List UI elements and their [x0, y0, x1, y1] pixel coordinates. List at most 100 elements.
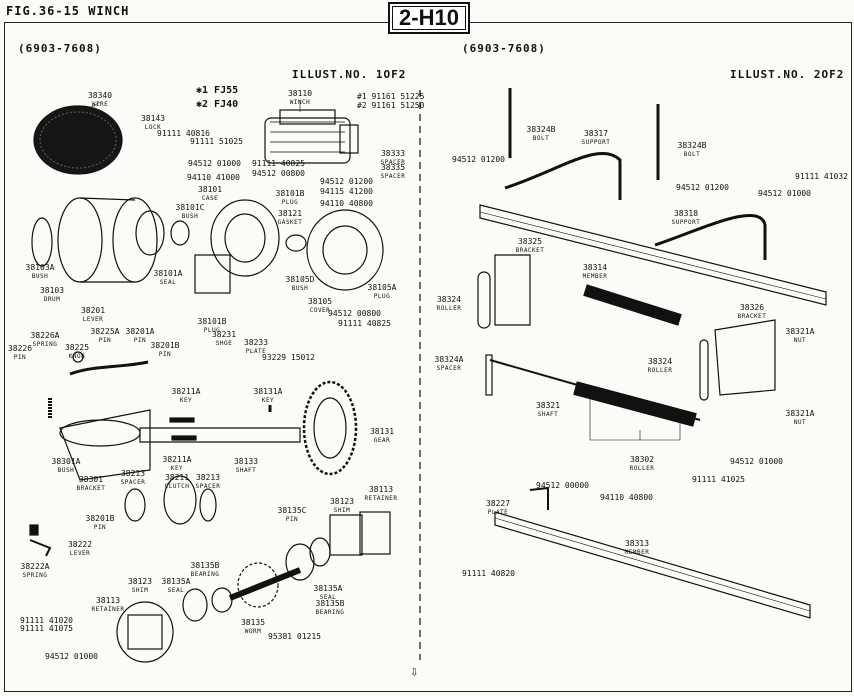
part-name: BEARING	[315, 609, 345, 616]
part-name: DRUM	[43, 296, 61, 303]
part-label-p9411041000: 94110 41000	[187, 174, 240, 182]
illustration-number-left: ILLUST.NO. 1OF2	[292, 68, 407, 81]
cover-drawing	[285, 209, 384, 291]
rollers-drawing	[477, 254, 776, 427]
part-number: 38135B	[315, 599, 345, 608]
part-label-p1_9116151225: #1 91161 51225	[357, 93, 424, 101]
part-number: 38135A	[313, 584, 343, 593]
part-label-p9451201200a: 94512 01200	[320, 178, 373, 186]
part-name: WINCH	[289, 99, 311, 106]
part-name: COVER	[309, 307, 331, 314]
part-name: LEVER	[69, 550, 91, 557]
part-label-p9451201000a: 94512 01000	[188, 160, 241, 168]
part-number: 38324	[436, 295, 462, 304]
part-number: 38321	[535, 401, 561, 410]
part-name: SHIM	[333, 507, 351, 514]
part-name: BRACKET	[515, 247, 545, 254]
part-number: 94512 00000	[536, 481, 589, 490]
part-number: 38123	[329, 497, 355, 506]
part-name: BEARING	[190, 571, 220, 578]
part-number: 38201B	[150, 341, 180, 350]
part-name: PLATE	[245, 348, 267, 355]
part-number: 38333	[380, 149, 406, 158]
part-number: 94512 01000	[45, 652, 98, 661]
drum-drawing	[31, 197, 165, 283]
part-name: LOCK	[144, 124, 162, 131]
part-name: PIN	[133, 337, 147, 344]
part-number: 38226A	[30, 331, 60, 340]
part-number: 91111 40816	[157, 129, 210, 138]
part-number: 38103	[39, 286, 65, 295]
part-number: 94512 01200	[320, 177, 373, 186]
part-label-p9111151025: 91111 51025	[190, 138, 243, 146]
part-number: 38143	[140, 114, 166, 123]
legend-item-1: ✱1 FJ55	[196, 85, 239, 96]
part-number: 38222	[67, 540, 93, 549]
part-number: 38135B	[190, 561, 220, 570]
part-number: 94512 01000	[730, 457, 783, 466]
part-name: SUPPORT	[581, 139, 611, 146]
part-name: SPRING	[22, 572, 48, 579]
part-number: 38131A	[253, 387, 283, 396]
part-number: 94512 01000	[758, 189, 811, 198]
part-label-p9451201200c: 94512 01200	[676, 184, 729, 192]
part-number: 38133	[233, 457, 259, 466]
section-tag: 2-H10	[388, 2, 470, 34]
part-name: KEY	[170, 465, 184, 472]
part-label-p9111140825b: 91111 40825	[338, 320, 391, 328]
part-number: 38113	[368, 485, 394, 494]
part-number: 38318	[673, 209, 699, 218]
part-name: RETAINER	[91, 606, 125, 613]
part-number: 38101	[197, 185, 223, 194]
part-number: 38110	[287, 89, 313, 98]
part-label-p9451201000d: 94512 01000	[730, 458, 783, 466]
part-number: 38213	[120, 469, 146, 478]
part-number: 91111 40825	[252, 159, 305, 168]
part-label-p9451200800b: 94512 00800	[328, 310, 381, 318]
illustration-number-right: ILLUST.NO. 2OF2	[730, 68, 845, 81]
part-number: 38302	[629, 455, 655, 464]
part-number: 38301	[78, 475, 104, 484]
part-number: 38135	[240, 618, 266, 627]
part-number: 38211A	[162, 455, 192, 464]
part-name: BOLT	[683, 151, 701, 158]
part-label-p9322915012: 93229 15012	[262, 354, 315, 362]
part-number: 38324A	[434, 355, 464, 364]
part-name: BOLT	[532, 135, 550, 142]
part-name: KEY	[261, 397, 275, 404]
part-number: 94512 01000	[188, 159, 241, 168]
next-page-arrow-icon[interactable]: ⇩	[410, 664, 419, 680]
part-number: 38231	[211, 330, 237, 339]
part-number: 38313	[624, 539, 650, 548]
part-name: SPACER	[380, 173, 406, 180]
part-number: 94512 01200	[676, 183, 729, 192]
part-label-p9411541200: 94115 41200	[320, 188, 373, 196]
